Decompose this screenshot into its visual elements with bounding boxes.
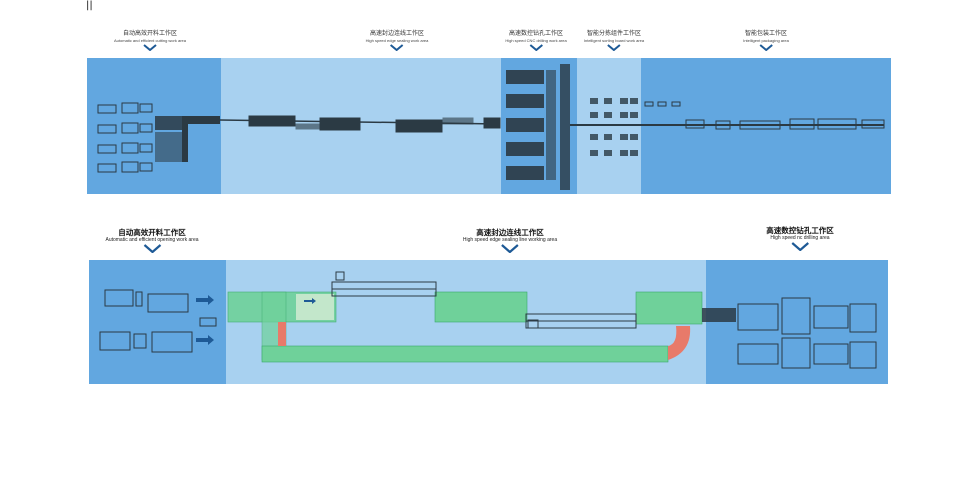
top-zone-label-cnc-drilling: 高速数控钻孔工作区 High speed CNC drilling work a… — [505, 31, 567, 51]
top-packaging-line — [644, 101, 885, 130]
top-sorting-grid — [590, 98, 638, 156]
bottom-opening-arrows — [196, 295, 214, 345]
bottom-drilling-machines — [737, 297, 877, 369]
bottom-zone-label-opening: 自动高效开料工作区 Automatic and efficient openin… — [105, 228, 199, 253]
top-cutting-conveyor — [155, 116, 220, 162]
top-zone-cutting-bg — [87, 58, 221, 194]
arrow-right-icon — [304, 298, 316, 304]
top-zone-edge-sealing-zh: 高速封边连线工作区 — [369, 31, 424, 37]
top-zone-cnc-drilling-bg — [501, 58, 577, 194]
bottom-buffer-zone — [296, 294, 334, 320]
top-zone-label-cutting: 自动高效开料工作区 Automatic and efficient cuttin… — [114, 31, 186, 51]
bottom-zone-edge-sealing-bg — [226, 260, 706, 384]
chevron-down-icon — [390, 44, 404, 51]
top-zone-label-packaging: 智能包装工作区 Intelligent packaging area — [743, 31, 789, 51]
bottom-zone-drilling-bg — [706, 260, 888, 384]
bottom-edge-bander-1 — [331, 271, 437, 297]
bottom-opening-machines — [99, 289, 217, 353]
top-edge-sealing-line — [219, 115, 501, 133]
chevron-down-icon — [143, 244, 161, 253]
chevron-down-icon — [759, 44, 773, 51]
top-zone-label-edge-sealing: 高速封边连线工作区 High speed edge sealing work a… — [365, 31, 429, 51]
top-zone-edge-sealing-en: High speed edge sealing work area — [365, 38, 429, 43]
bottom-drilling-feed — [702, 308, 736, 322]
top-zone-packaging-en: Intelligent packaging area — [743, 38, 789, 43]
top-zone-cutting-zh: 自动高效开料工作区 — [122, 31, 177, 37]
text-cursor-marker: || — [86, 0, 93, 11]
chevron-down-icon — [791, 242, 809, 251]
bottom-zone-drilling-en: High speed nc drilling area — [770, 235, 830, 241]
top-zone-sorting-zh: 智能分拣组件工作区 — [586, 31, 642, 37]
bottom-zone-opening-en: Automatic and efficient opening work are… — [105, 237, 199, 243]
bottom-zone-label-edge-sealing: 高速封边连线工作区 High speed edge sealing line w… — [463, 228, 557, 253]
top-zone-sorting-en: Intelligent sorting board work area — [583, 38, 645, 43]
bottom-zone-edge-sealing-en: High speed edge sealing line working are… — [462, 237, 558, 243]
bottom-zone-label-drilling: 高速数控钻孔工作区 High speed nc drilling area — [766, 226, 834, 251]
arrow-right-icon — [196, 295, 214, 305]
top-zone-cnc-drilling-zh: 高速数控钻孔工作区 — [508, 31, 564, 37]
top-zone-packaging-bg — [641, 58, 891, 194]
top-zone-sorting-bg — [577, 58, 641, 194]
chevron-down-icon — [143, 44, 157, 51]
chevron-down-icon — [529, 44, 543, 51]
top-zone-packaging-zh: 智能包装工作区 — [744, 31, 787, 37]
bottom-zone-opening-bg — [89, 260, 226, 384]
bottom-turntable-left — [278, 322, 286, 346]
arrow-right-icon — [196, 335, 214, 345]
bottom-edge-bander-2 — [525, 313, 637, 329]
chevron-down-icon — [607, 44, 621, 51]
top-zone-cnc-drilling-en: High speed CNC drilling work area — [505, 38, 567, 43]
top-zone-cutting-en: Automatic and efficient cutting work are… — [114, 38, 186, 43]
bottom-curved-transfer — [668, 326, 691, 360]
bottom-green-conveyors — [227, 291, 703, 363]
top-zone-label-sorting: 智能分拣组件工作区 Intelligent sorting board work… — [584, 31, 644, 51]
top-zone-edge-sealing-bg — [221, 58, 501, 194]
top-cnc-drilling-stations — [506, 64, 570, 190]
bottom-zone-opening-zh: 自动高效开料工作区 — [118, 228, 186, 237]
bottom-zone-drilling-zh: 高速数控钻孔工作区 — [766, 226, 834, 235]
bottom-zone-edge-sealing-zh: 高速封边连线工作区 — [476, 228, 544, 237]
top-cutting-machines — [97, 102, 153, 173]
chevron-down-icon — [501, 244, 519, 253]
